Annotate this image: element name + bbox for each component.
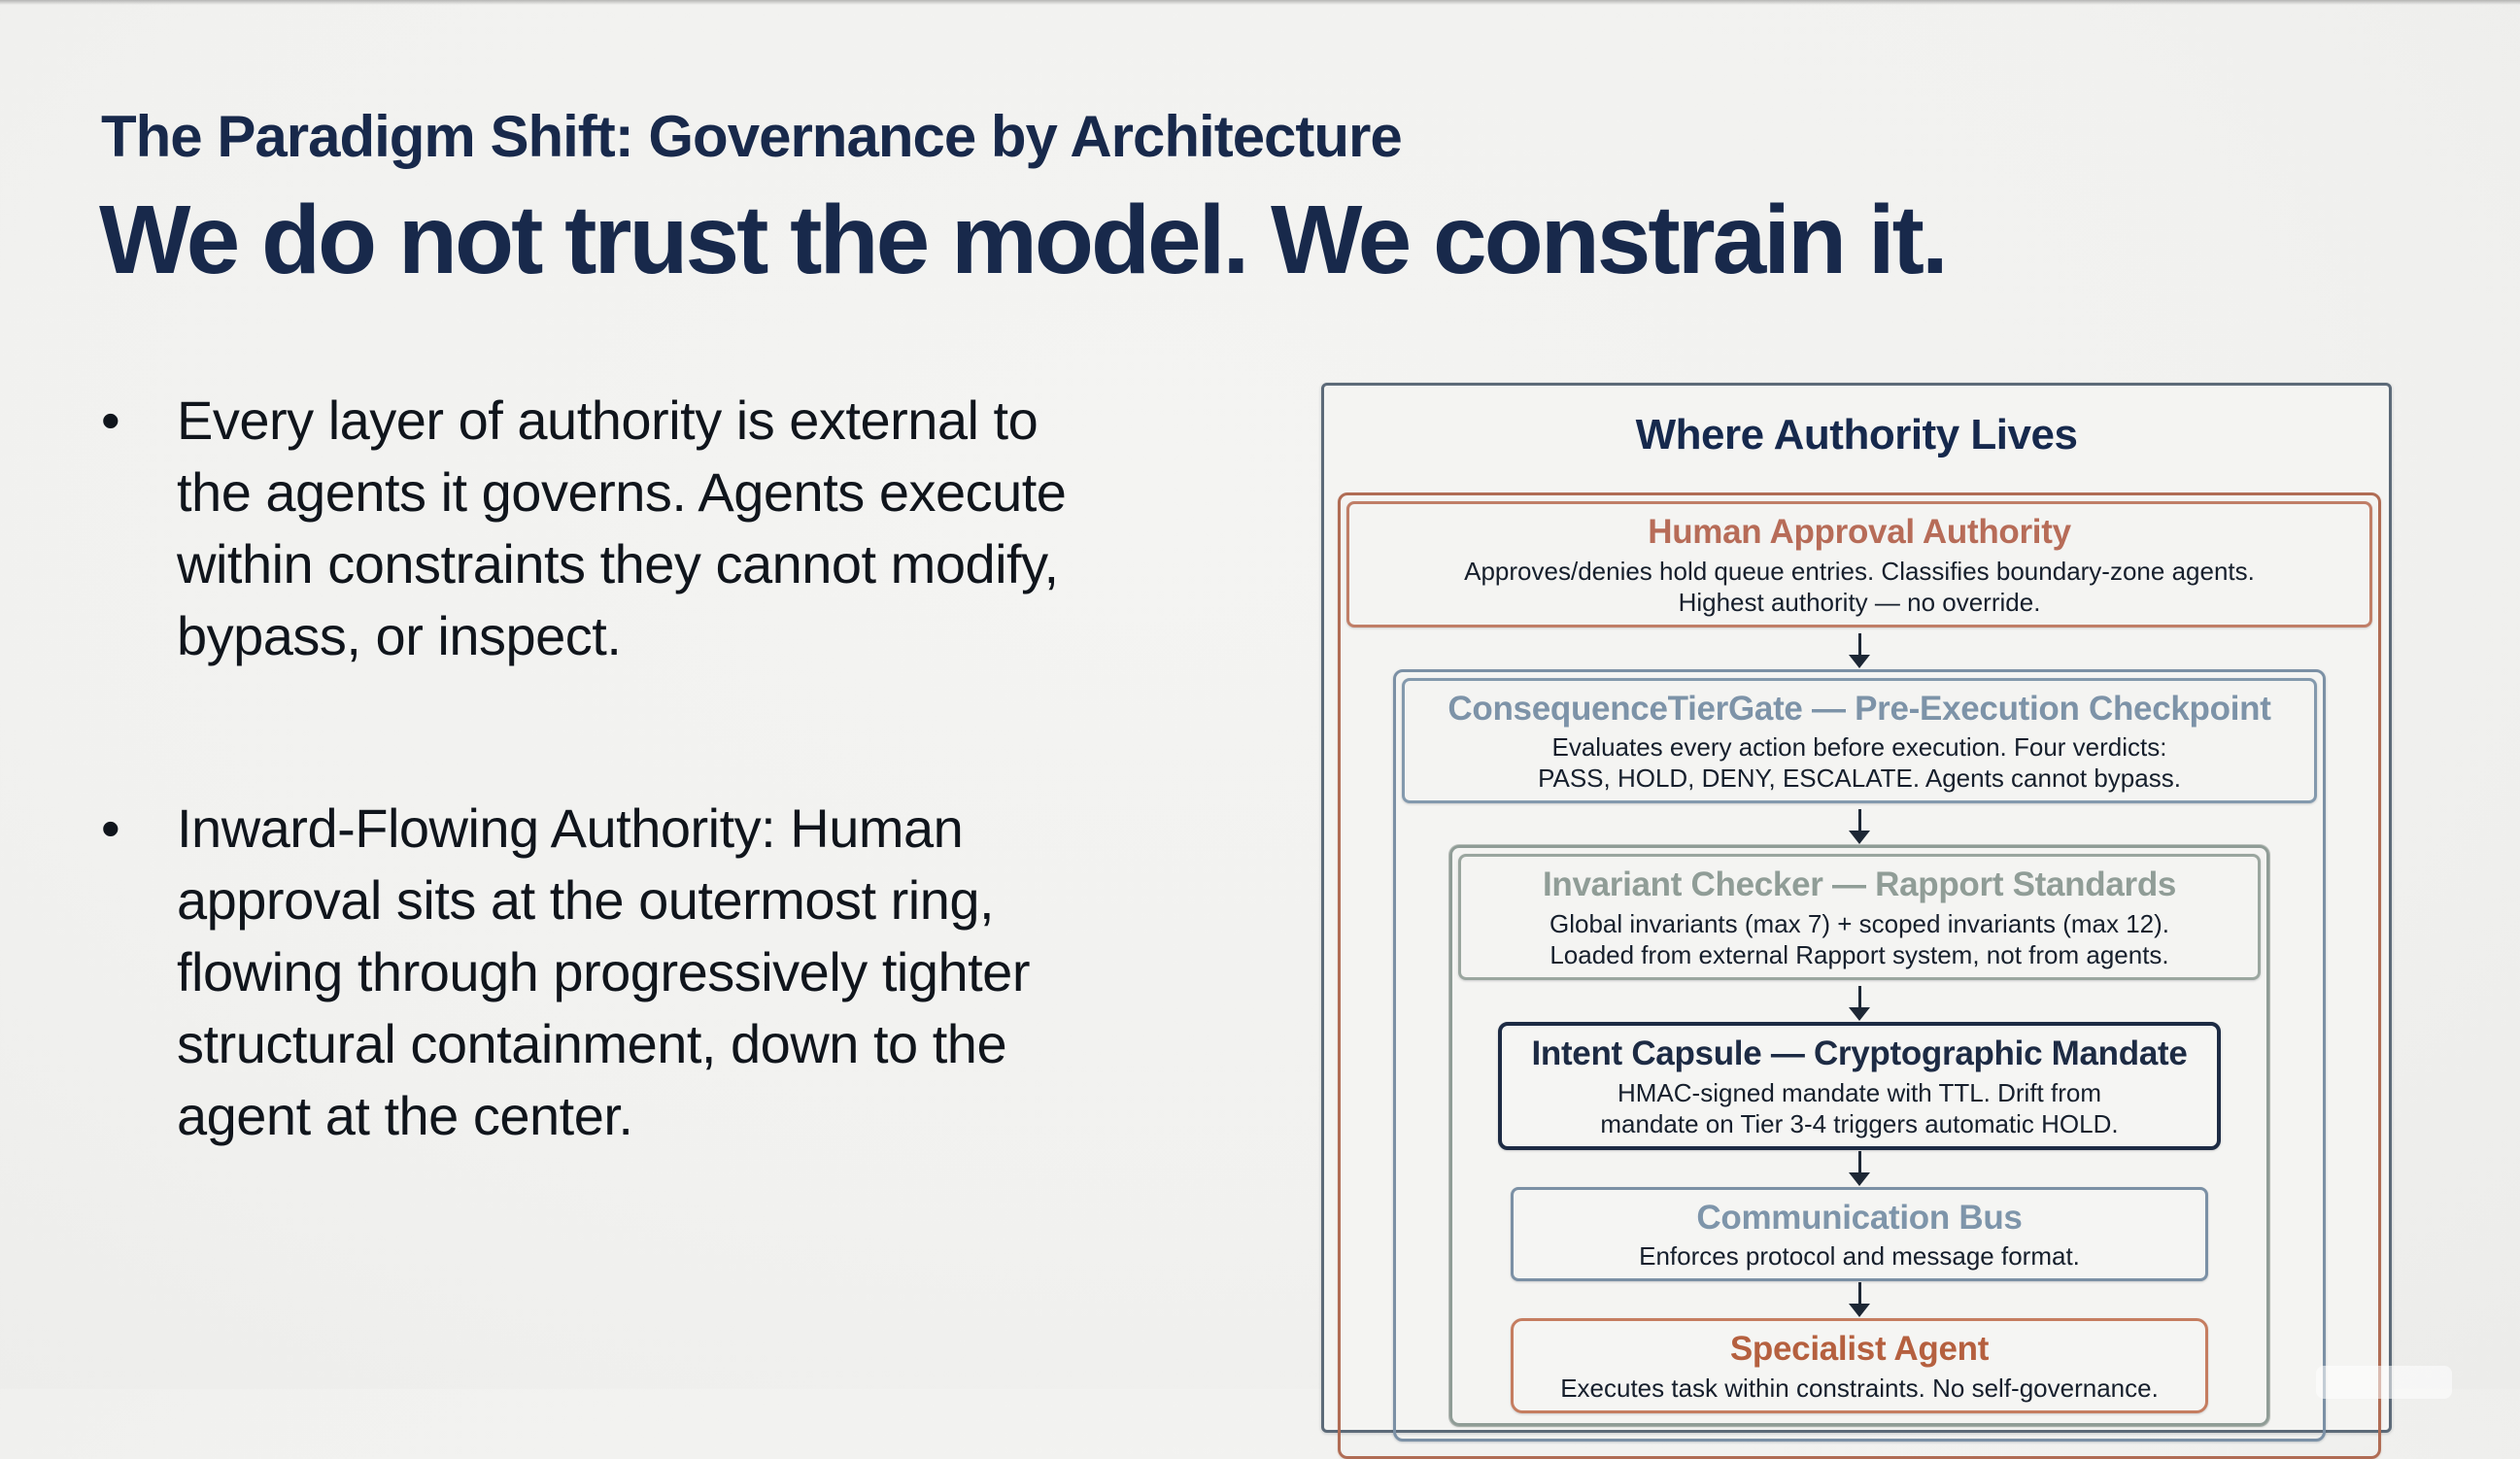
list-item: • Every layer of authority is external t… [101,385,1267,672]
slide-kicker: The Paradigm Shift: Governance by Archit… [101,104,1403,169]
header-consequence-tier-gate: ConsequenceTierGate — Pre-Execution Chec… [1402,677,2317,804]
arrow-shaft [1857,809,1861,832]
level-desc: Executes task within constraints. No sel… [1560,1374,2159,1404]
down-arrow-icon [1452,1150,2266,1186]
down-arrow-icon [1396,809,2323,845]
authority-diagram-panel: Where Authority Lives Human Approval Aut… [1321,383,2392,1459]
arrow-shaft [1857,632,1861,656]
level-title: Human Approval Authority [1648,513,2071,551]
arrow-head [1849,831,1870,845]
ring-invariant-checker: Invariant Checker — Rapport Standards Gl… [1449,845,2269,1427]
video-overlay-haze [2316,1366,2452,1399]
header-human-approval-authority: Human Approval Authority Approves/denies… [1346,501,2372,628]
header-invariant-checker: Invariant Checker — Rapport Standards Gl… [1458,854,2261,981]
bullet-list: • Every layer of authority is external t… [101,385,1267,1152]
level-desc: Evaluates every action before execution.… [1538,732,2181,794]
ring-consequence-tier-gate: ConsequenceTierGate — Pre-Execution Chec… [1393,668,2326,1442]
bullet-text: Every layer of authority is external to … [177,390,1067,666]
arrow-head [1849,1171,1870,1186]
level-desc: Global invariants (max 7) + scoped invar… [1549,909,2169,970]
arrow-shaft [1857,1150,1861,1173]
box-communication-bus: Communication Bus Enforces protocol and … [1511,1186,2208,1282]
bullet-text: Inward-Flowing Authority: Human approval… [177,797,1030,1146]
level-desc: Approves/denies hold queue entries. Clas… [1464,556,2255,617]
box-intent-capsule: Intent Capsule — Cryptographic Mandate H… [1498,1022,2221,1150]
bullet-dot-icon: • [101,390,120,451]
level-title: Intent Capsule — Cryptographic Mandate [1531,1035,2188,1073]
bullet-dot-icon: • [101,797,120,859]
level-title: Invariant Checker — Rapport Standards [1542,865,2177,904]
down-arrow-icon [1452,986,2266,1022]
level-title: Specialist Agent [1729,1330,1990,1369]
level-title: Communication Bus [1696,1198,2023,1237]
box-specialist-agent: Specialist Agent Executes task within co… [1511,1318,2208,1414]
list-item: • Inward-Flowing Authority: Human approv… [101,793,1267,1152]
slide-headline: We do not trust the model. We constrain … [99,186,1949,294]
level-title: ConsequenceTierGate — Pre-Execution Chec… [1447,689,2271,728]
ring-human-approval-authority: Human Approval Authority Approves/denies… [1338,492,2381,1459]
arrow-shaft [1857,986,1861,1009]
level-desc: HMAC-signed mandate with TTL. Drift from… [1600,1077,2119,1138]
arrow-head [1849,654,1870,668]
down-arrow-icon [1341,632,2378,668]
diagram-title: Where Authority Lives [1635,411,2078,458]
video-top-edge [0,0,2520,5]
arrow-head [1849,1007,1870,1022]
arrow-head [1849,1304,1870,1318]
down-arrow-icon [1452,1282,2266,1318]
level-desc: Enforces protocol and message format. [1639,1241,2080,1272]
arrow-shaft [1857,1282,1861,1306]
